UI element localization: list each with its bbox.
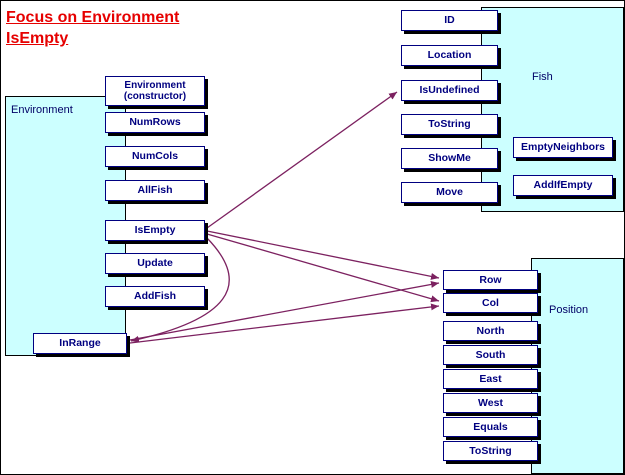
method-fish-move[interactable]: Move bbox=[401, 182, 498, 203]
method-environment-allfish[interactable]: AllFish bbox=[105, 180, 205, 201]
class-label-position: Position bbox=[549, 304, 589, 316]
method-environment-isempty[interactable]: IsEmpty bbox=[105, 220, 205, 241]
call-arrow-Environment.IsEmpty-to-Fish.IsUndefined bbox=[206, 91, 398, 229]
method-position-south[interactable]: South bbox=[443, 345, 538, 365]
method-position-east[interactable]: East bbox=[443, 369, 538, 389]
method-position-col[interactable]: Col bbox=[443, 293, 538, 313]
method-environment-inrange[interactable]: InRange bbox=[33, 333, 127, 354]
page-title: Focus on Environment IsEmpty bbox=[6, 7, 179, 49]
method-position-north[interactable]: North bbox=[443, 321, 538, 341]
page-title-line1: Focus on Environment bbox=[6, 9, 180, 26]
call-arrow-Environment.IsEmpty-to-Position.Row bbox=[206, 230, 440, 280]
method-fish-emptyneighbors[interactable]: EmptyNeighbors bbox=[513, 137, 613, 158]
method-position-row[interactable]: Row bbox=[443, 270, 538, 290]
method-environment-addfish[interactable]: AddFish bbox=[105, 286, 205, 307]
method-environment-update[interactable]: Update bbox=[105, 253, 205, 274]
method-position-west[interactable]: West bbox=[443, 393, 538, 413]
method-fish-location[interactable]: Location bbox=[401, 45, 498, 66]
method-environment-numcols[interactable]: NumCols bbox=[105, 146, 205, 167]
method-fish-addifempty[interactable]: AddIfEmpty bbox=[513, 175, 613, 196]
method-position-equals[interactable]: Equals bbox=[443, 417, 538, 437]
class-label-environment: Environment bbox=[11, 104, 73, 116]
class-box-position bbox=[531, 258, 624, 474]
method-fish-isundefined[interactable]: IsUndefined bbox=[401, 80, 498, 101]
method-environment-constructor[interactable]: Environment (constructor) bbox=[105, 76, 205, 106]
call-arrow-Environment.InRange-to-Position.Col bbox=[129, 303, 440, 344]
method-environment-numrows[interactable]: NumRows bbox=[105, 112, 205, 133]
class-label-fish: Fish bbox=[532, 71, 553, 83]
method-position-tostring[interactable]: ToString bbox=[443, 441, 538, 461]
method-fish-tostring[interactable]: ToString bbox=[401, 114, 498, 135]
page-title-line2: IsEmpty bbox=[6, 30, 69, 47]
method-fish-id[interactable]: ID bbox=[401, 10, 498, 31]
call-arrow-Environment.IsEmpty-to-Position.Col bbox=[206, 233, 440, 303]
method-fish-showme[interactable]: ShowMe bbox=[401, 148, 498, 169]
